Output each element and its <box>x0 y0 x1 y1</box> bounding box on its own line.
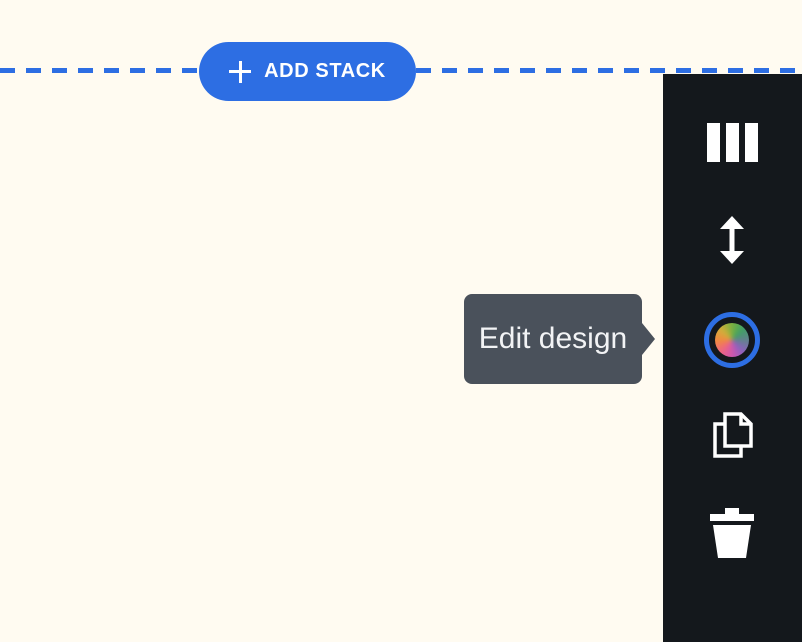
edit-design-tool-button[interactable] <box>704 312 760 368</box>
color-wheel-icon <box>715 323 749 357</box>
tooltip-text: Edit design <box>478 322 628 355</box>
columns-tool-button[interactable] <box>707 123 758 162</box>
plus-icon <box>229 60 252 83</box>
duplicate-tool-button[interactable] <box>711 412 753 458</box>
add-stack-label: ADD STACK <box>264 60 386 82</box>
delete-tool-button[interactable] <box>710 508 754 558</box>
duplicate-pages-icon <box>713 412 753 458</box>
active-tool-ring <box>704 312 760 368</box>
columns-icon <box>707 123 758 162</box>
edit-design-tooltip: Edit design <box>464 294 655 384</box>
trash-icon <box>710 508 754 558</box>
right-toolbar <box>663 74 802 642</box>
tooltip-arrow <box>642 323 655 355</box>
vertical-arrows-icon <box>720 216 744 264</box>
add-stack-button[interactable]: ADD STACK <box>199 42 416 101</box>
resize-vertical-tool-button[interactable] <box>719 216 745 264</box>
